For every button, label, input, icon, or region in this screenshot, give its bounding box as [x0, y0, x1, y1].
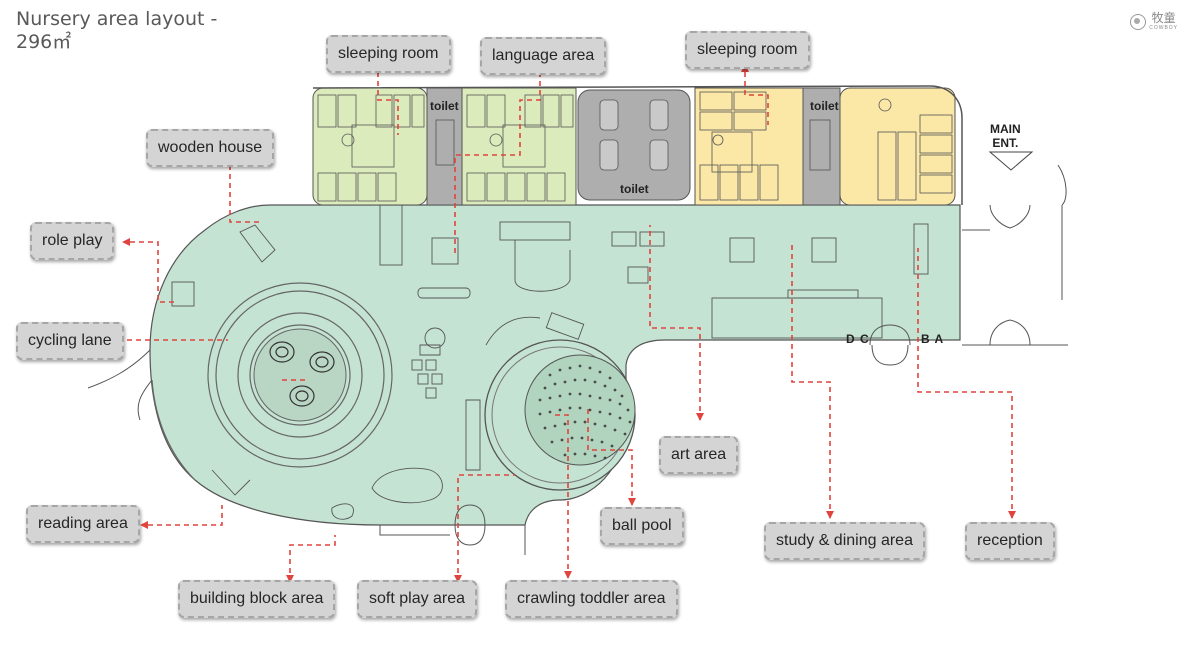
grey-toilet-left: [426, 87, 463, 206]
door-letters-ba: B A: [921, 332, 945, 346]
logo-sub: COWBOY: [1149, 25, 1178, 31]
label-language-area: language area: [480, 37, 607, 75]
page-title: Nursery area layout - 296㎡: [16, 8, 217, 54]
central-island: [253, 328, 347, 422]
yellow-room-right: [839, 87, 956, 206]
green-room-right: [461, 87, 577, 206]
door-letters-dc: D C: [846, 332, 870, 346]
label-sleeping-room-right: sleeping room: [685, 31, 810, 69]
toilet-label-center: toilet: [620, 182, 649, 196]
title-line-2: 296㎡: [16, 31, 72, 53]
label-ball-pool: ball pool: [600, 507, 684, 545]
toilet-label-right: toilet: [810, 99, 839, 113]
brand-logo: 牧童 COWBOY: [1130, 12, 1178, 31]
toilet-label-left: toilet: [430, 99, 459, 113]
main-entrance-label: MAIN ENT.: [990, 122, 1021, 150]
logo-icon: [1130, 13, 1147, 30]
label-wooden-house: wooden house: [146, 129, 275, 167]
label-role-play: role play: [30, 222, 115, 260]
crawl-pit: [524, 354, 636, 466]
label-reception: reception: [965, 522, 1055, 560]
label-reading-area: reading area: [26, 505, 140, 543]
label-crawling-toddler-area: crawling toddler area: [505, 580, 678, 618]
label-study-dining-area: study & dining area: [764, 522, 925, 560]
grey-toilet-right: [802, 87, 841, 206]
label-art-area: art area: [659, 436, 739, 474]
yellow-room-left: [694, 87, 804, 206]
label-sleeping-room-left: sleeping room: [326, 35, 451, 73]
label-building-block-area: building block area: [178, 580, 336, 618]
title-line-1: Nursery area layout -: [16, 8, 218, 30]
label-cycling-lane: cycling lane: [16, 322, 124, 360]
ball-pool-dots: [538, 364, 632, 460]
entrance-line-1: MAIN: [990, 122, 1021, 136]
entrance-line-2: ENT.: [992, 136, 1019, 150]
logo-name: 牧童: [1151, 11, 1176, 25]
label-soft-play-area: soft play area: [357, 580, 478, 618]
outer-top-wall: [312, 85, 963, 205]
entrance-arrow: [988, 151, 1034, 171]
